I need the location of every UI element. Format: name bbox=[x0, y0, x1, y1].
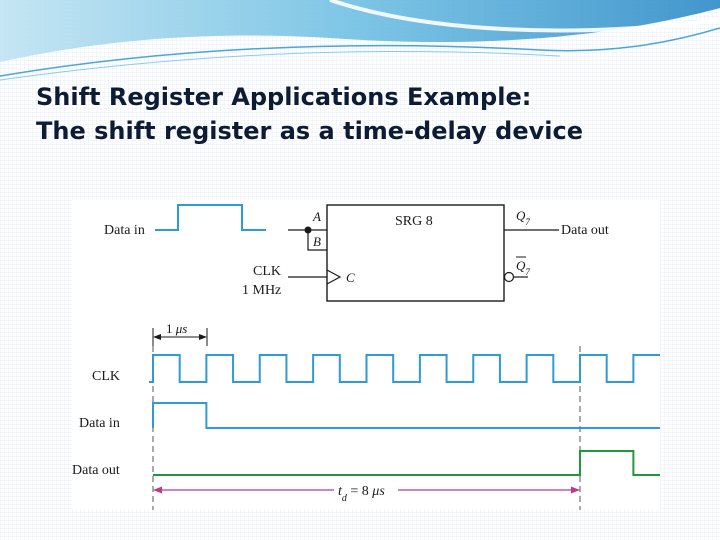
srg8-input-c: C bbox=[346, 270, 355, 285]
circuit-data-in-label: Data in bbox=[104, 223, 145, 238]
circuit-data-in-wave bbox=[155, 204, 266, 231]
shift-register-diagram: Data in SRG 8 A B C CLK 1 MHz Q7 Data ou… bbox=[72, 204, 660, 510]
period-marker-arrowhead-right bbox=[199, 334, 207, 340]
header-swoosh bbox=[0, 0, 720, 81]
swoosh-highlight bbox=[329, 0, 720, 33]
clk-waveform bbox=[149, 354, 660, 383]
srg8-block bbox=[326, 204, 505, 302]
swoosh-line-1 bbox=[0, 27, 720, 77]
swoosh-line-2 bbox=[0, 50, 561, 81]
srg8-output-q7: Q7 bbox=[516, 208, 530, 227]
data-in-waveform bbox=[152, 402, 660, 429]
delay-label-backdrop bbox=[334, 480, 398, 498]
swoosh-band bbox=[0, 0, 720, 62]
srg8-input-b: B bbox=[313, 234, 321, 249]
circuit-clk-label: CLK bbox=[253, 264, 281, 279]
circuit-data-out-label: Data out bbox=[561, 223, 609, 238]
delay-arrowhead-right bbox=[571, 486, 580, 494]
circuit-ab-tie-wire bbox=[307, 230, 327, 251]
timing-clk-label: CLK bbox=[92, 369, 120, 384]
delay-arrowhead-left bbox=[153, 486, 162, 494]
srg8-output-q7-bar: Q7 bbox=[516, 258, 530, 277]
srg8-inverted-output-bubble bbox=[503, 271, 515, 283]
srg8-clock-triangle bbox=[326, 269, 342, 285]
slide-title: Shift Register Applications Example: The… bbox=[36, 80, 696, 148]
period-marker-label: 1 μs bbox=[166, 321, 187, 336]
timing-data-out-label: Data out bbox=[72, 463, 120, 478]
srg8-block-name: SRG 8 bbox=[395, 214, 433, 229]
figure-panel: Data in SRG 8 A B C CLK 1 MHz Q7 Data ou… bbox=[72, 200, 660, 510]
data-out-waveform bbox=[153, 450, 660, 476]
period-marker-arrowhead-left bbox=[153, 334, 161, 340]
circuit-clk-frequency: 1 MHz bbox=[242, 283, 281, 298]
slide-title-line-2: The shift register as a time-delay devic… bbox=[36, 117, 584, 145]
delay-label: td = 8 μs bbox=[338, 484, 385, 504]
srg8-input-a: A bbox=[312, 209, 321, 224]
timing-data-in-label: Data in bbox=[79, 416, 120, 431]
slide-title-line-1: Shift Register Applications Example: bbox=[36, 83, 532, 111]
